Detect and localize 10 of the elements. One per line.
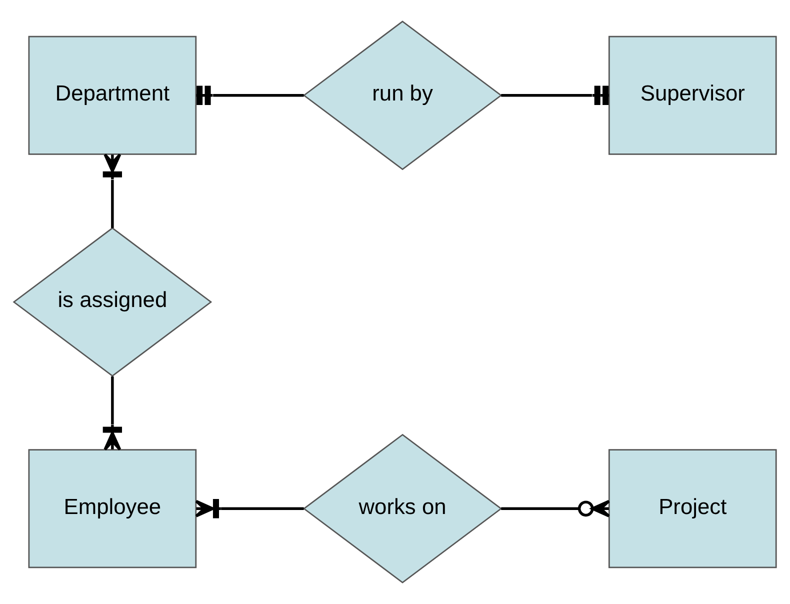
connector xyxy=(501,86,609,105)
node-box: Supervisor xyxy=(608,36,777,155)
node-box: Department xyxy=(28,36,197,155)
connector xyxy=(194,499,304,518)
node-box: Project xyxy=(608,449,777,568)
node-diamond: is assigned xyxy=(12,227,212,377)
node-box: Employee xyxy=(28,449,197,568)
node-diamond: run by xyxy=(302,20,502,170)
node-diamond: works on xyxy=(302,434,502,584)
connector xyxy=(501,500,610,518)
